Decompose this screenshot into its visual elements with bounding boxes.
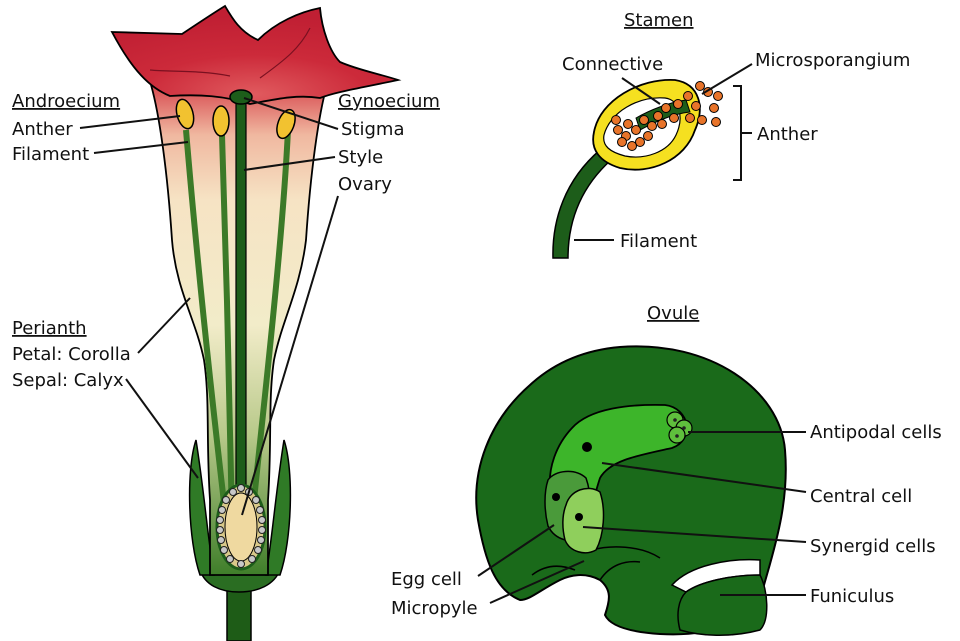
- leader-petal: [138, 298, 190, 353]
- label-ovary: Ovary: [338, 174, 392, 195]
- synergid-nucleus: [575, 513, 583, 521]
- label-androecium: Androecium: [12, 91, 120, 112]
- label-anther: Anther: [12, 119, 73, 140]
- central-cell-nucleus: [582, 442, 592, 452]
- label-connective: Connective: [562, 54, 663, 75]
- label-antipodal: Antipodal cells: [810, 422, 942, 443]
- anther-2: [213, 106, 229, 136]
- label-ovule-title: Ovule: [647, 303, 699, 324]
- label-petal: Petal: Corolla: [12, 344, 131, 365]
- label-central: Central cell: [810, 486, 912, 507]
- label-stamen-title: Stamen: [624, 10, 694, 31]
- label-stamen-filament: Filament: [620, 231, 697, 252]
- label-micropyle: Micropyle: [391, 598, 478, 619]
- label-synergid: Synergid cells: [810, 536, 936, 557]
- label-gynoecium: Gynoecium: [338, 91, 440, 112]
- label-sepal: Sepal: Calyx: [12, 370, 124, 391]
- ovule-illustration: [476, 346, 786, 635]
- label-funiculus: Funiculus: [810, 586, 894, 607]
- leader-sepal: [126, 379, 198, 478]
- label-egg: Egg cell: [391, 569, 462, 590]
- ovary-chamber: [225, 493, 257, 561]
- label-style: Style: [338, 147, 383, 168]
- label-stigma: Stigma: [341, 119, 404, 140]
- stigma: [230, 90, 252, 104]
- label-stamen-anther: Anther: [757, 124, 818, 145]
- label-microsporangium: Microsporangium: [755, 50, 910, 71]
- label-filament: Filament: [12, 144, 89, 165]
- style: [236, 100, 246, 490]
- stamen-filament: [553, 150, 611, 258]
- egg-cell-nucleus: [552, 493, 560, 501]
- leader-microsporangium: [702, 64, 752, 94]
- synergid-cell: [563, 488, 604, 552]
- anther-bracket: [733, 86, 741, 180]
- label-perianth: Perianth: [12, 318, 87, 339]
